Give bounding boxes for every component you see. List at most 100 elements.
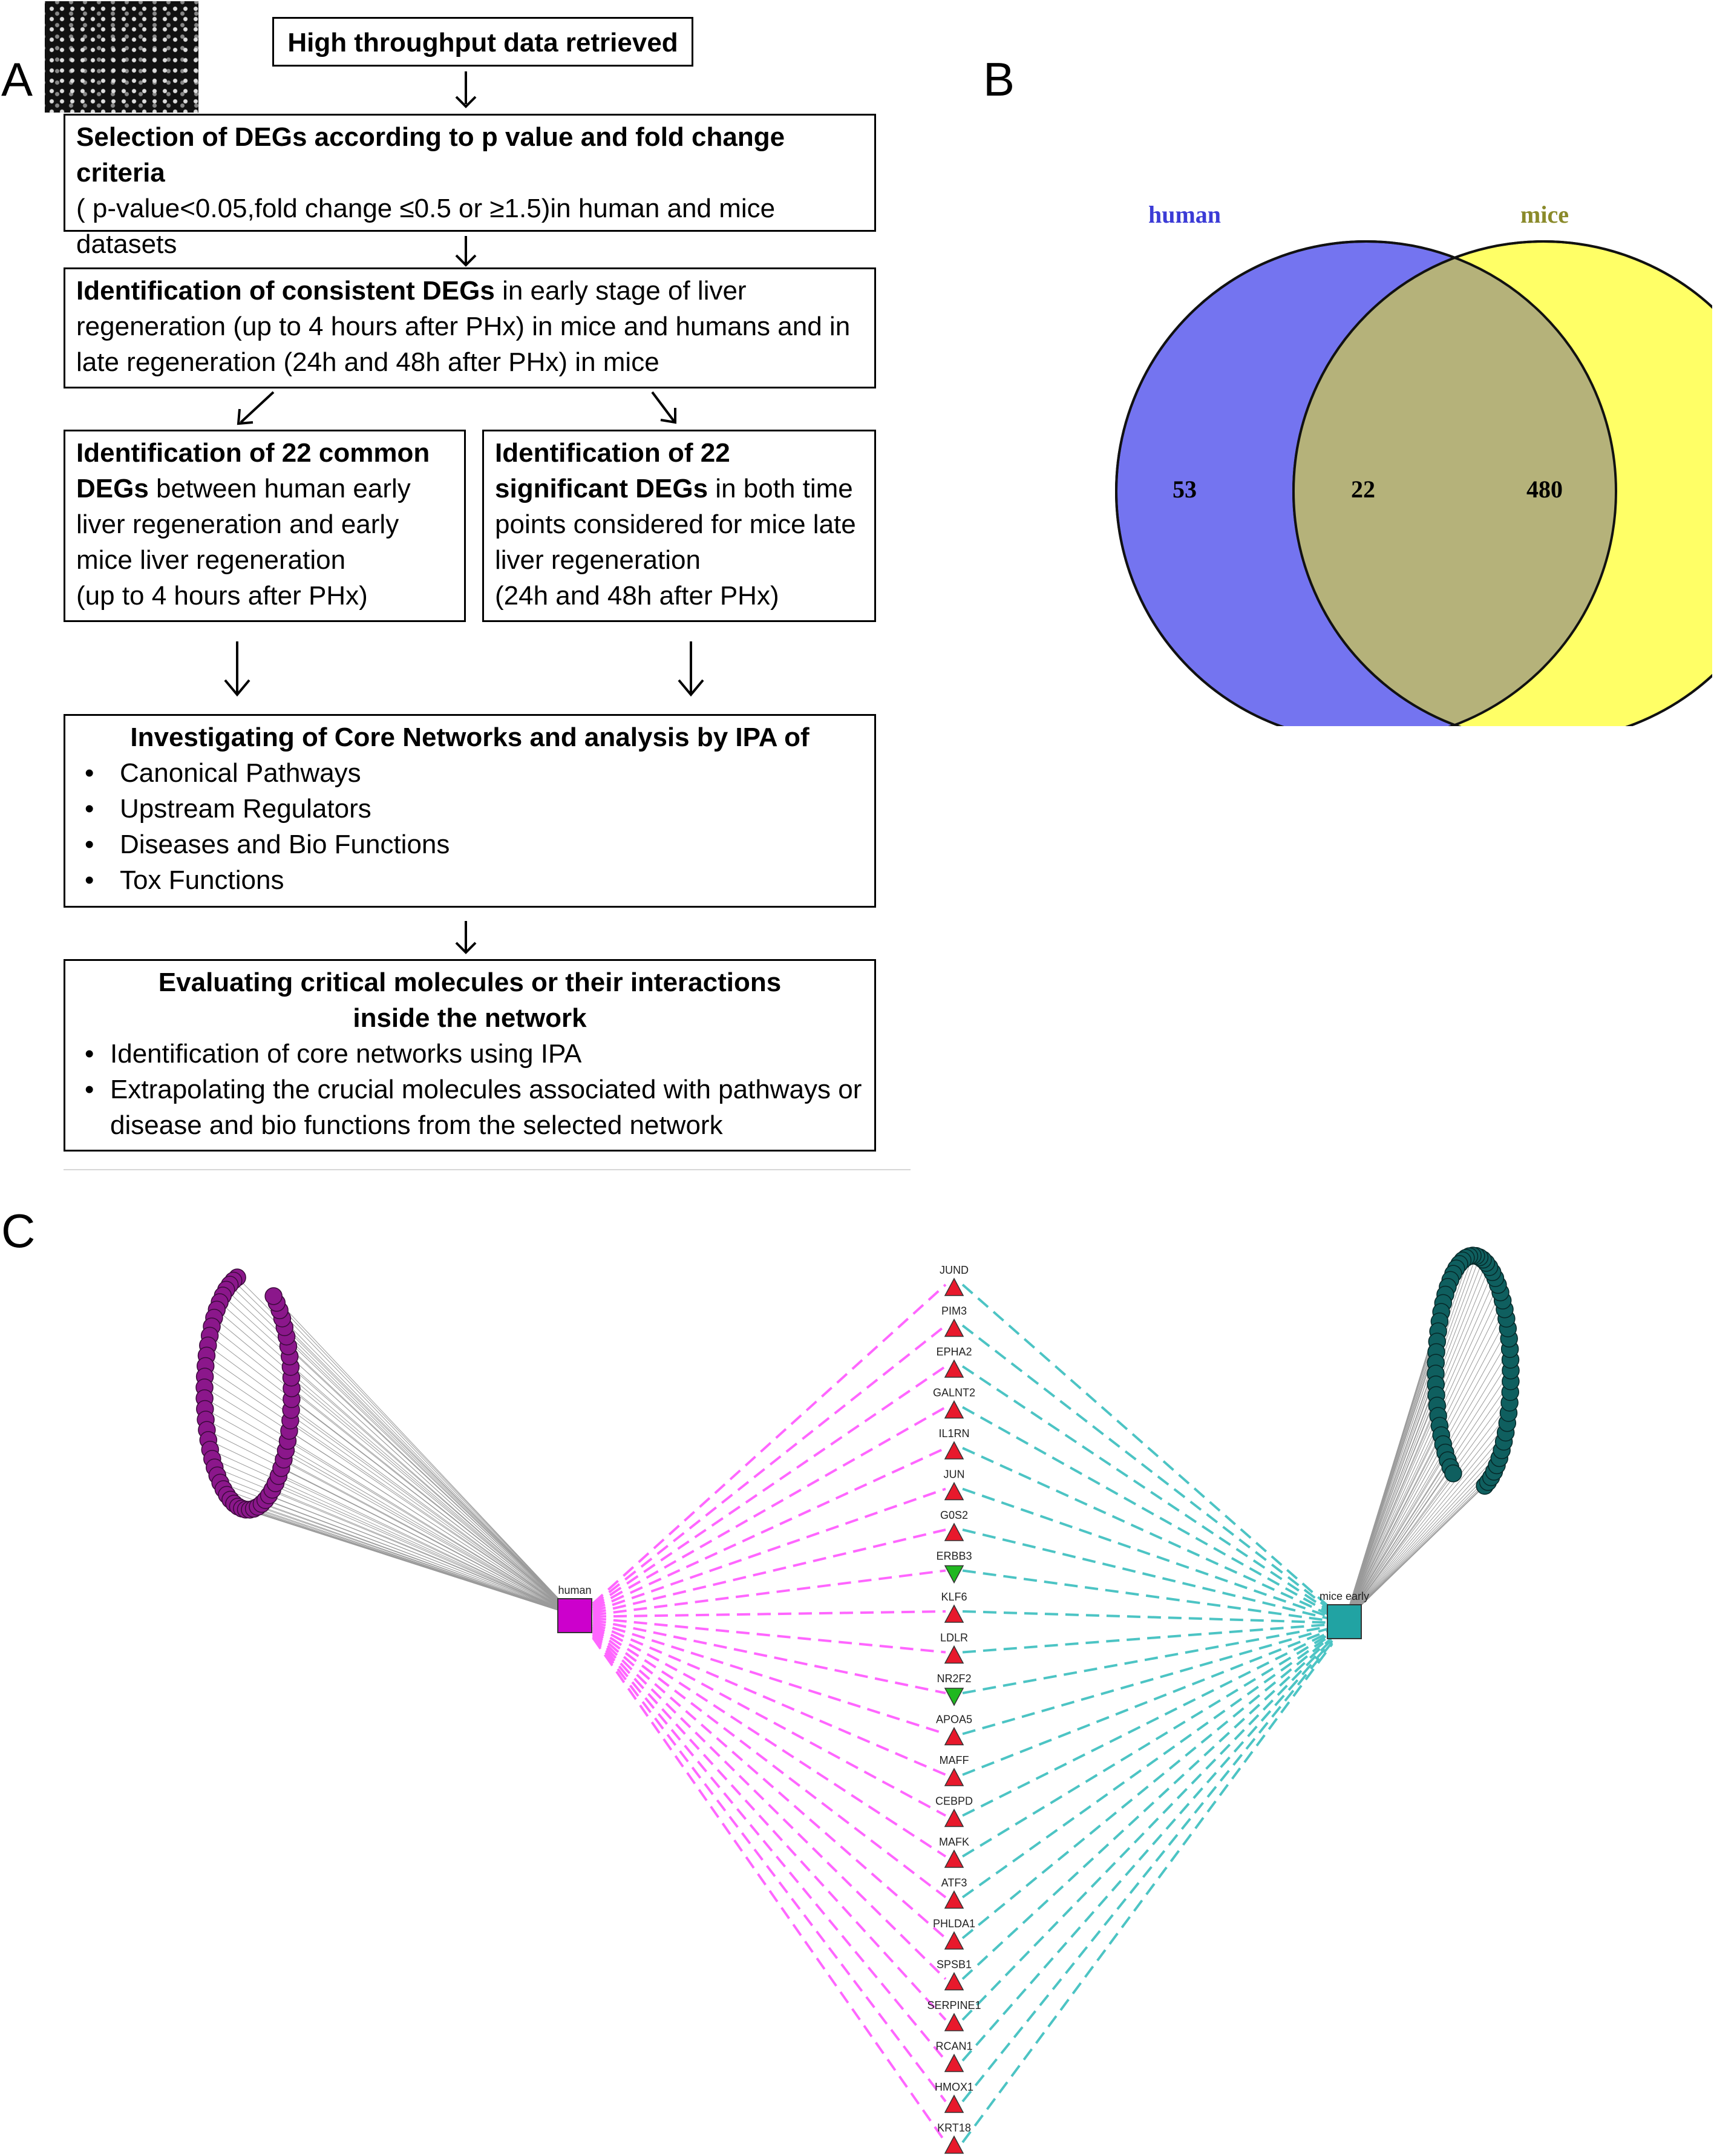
flow-step-common-degs-tail: (up to 4 hours after PHx) xyxy=(76,581,368,611)
edge-mice-serpine1 xyxy=(961,1638,1333,2021)
gene-label: LDLR xyxy=(940,1632,968,1644)
edge-mice-pim3 xyxy=(961,1324,1333,1613)
fan-edge-mice xyxy=(1344,1318,1507,1622)
fan-edge-human xyxy=(291,1388,575,1616)
fan-edge-human xyxy=(284,1327,575,1616)
up-regulated-triangle-icon xyxy=(944,1890,964,1909)
up-regulated-triangle-icon xyxy=(944,1971,964,1991)
fan-edge-mice xyxy=(1344,1262,1487,1622)
fan-edge-mice xyxy=(1344,1412,1509,1622)
fan-edge-mice xyxy=(1344,1473,1454,1622)
gene-label: EPHA2 xyxy=(936,1346,972,1358)
gene-label: HMOX1 xyxy=(935,2081,973,2093)
edge-human-krt18 xyxy=(592,1637,947,2143)
edge-mice-maff xyxy=(962,1628,1333,1776)
up-regulated-triangle-icon xyxy=(944,1645,964,1664)
up-regulated-triangle-icon xyxy=(944,1441,964,1460)
fan-edge-mice xyxy=(1344,1450,1502,1622)
gene-label: IL1RN xyxy=(938,1427,969,1440)
flow-step-deg-selection-text: ( p-value<0.05,fold change ≤0.5 or ≥1.5)… xyxy=(76,194,776,259)
fan-edge-mice xyxy=(1344,1477,1491,1622)
fan-edge-mice xyxy=(1344,1278,1496,1622)
fan-edge-human xyxy=(219,1302,575,1616)
down-regulated-triangle-icon xyxy=(944,1565,964,1584)
fan-edge-mice xyxy=(1344,1423,1508,1622)
edge-human-ldlr xyxy=(592,1617,946,1654)
fan-edge-human xyxy=(291,1377,575,1616)
venn-diagram: human mice 53 22 480 xyxy=(1115,201,1712,726)
venn-human-only-count: 53 xyxy=(1173,476,1197,503)
edge-human-rcan1 xyxy=(592,1634,947,2062)
edge-human-atf3 xyxy=(592,1627,947,1899)
edge-human-mafk xyxy=(592,1625,947,1858)
fan-edge-human xyxy=(272,1489,575,1616)
flow-step-significant-degs-text: in both time points considered for mice … xyxy=(495,474,856,575)
human-gene-node xyxy=(264,1287,283,1305)
arrow-3-left xyxy=(240,391,275,424)
gene-label: CEBPD xyxy=(935,1795,973,1807)
edge-human-pim3 xyxy=(592,1324,947,1607)
fan-edge-mice xyxy=(1344,1256,1477,1622)
gene-network: JUNDPIM3EPHA2GALNT2IL1RNJUNG0S2ERBB3KLF6… xyxy=(195,1247,1520,2154)
fan-edge-human xyxy=(249,1509,575,1616)
edge-mice-hmox1 xyxy=(961,1641,1333,2103)
arrow-3-right xyxy=(651,391,675,422)
venn-mice-only-count: 480 xyxy=(1526,476,1563,503)
edge-mice-apoa5 xyxy=(962,1626,1333,1735)
fan-edge-human xyxy=(275,1483,575,1616)
edge-mice-il1rn xyxy=(962,1447,1333,1617)
flow-step-consistent-degs-title: Identification of consistent DEGs xyxy=(76,276,495,306)
ipa-item: Upstream Regulators xyxy=(76,791,863,827)
up-regulated-triangle-icon xyxy=(944,1359,964,1378)
fan-edge-mice xyxy=(1344,1338,1510,1622)
fan-edge-human xyxy=(204,1398,575,1616)
edge-human-jund xyxy=(592,1283,947,1605)
edge-human-apoa5 xyxy=(592,1620,946,1735)
venn-mice-outline xyxy=(1292,240,1712,726)
edge-human-hmox1 xyxy=(592,1635,947,2103)
gene-label: NR2F2 xyxy=(937,1673,971,1685)
edge-mice-krt18 xyxy=(961,1643,1333,2143)
mice-early-hub-label: mice early xyxy=(1320,1590,1369,1602)
edge-human-serpine1 xyxy=(592,1632,947,2021)
fan-edge-human xyxy=(210,1449,575,1616)
fan-edge-human xyxy=(282,1318,575,1616)
ipa-item: Diseases and Bio Functions xyxy=(76,827,863,862)
fan-edge-human xyxy=(281,1467,575,1616)
edge-mice-jun xyxy=(962,1487,1333,1619)
panel-label-b: B xyxy=(983,53,1015,106)
gene-label: JUN xyxy=(944,1469,965,1481)
fan-edge-human xyxy=(208,1345,575,1616)
eval-item: Identification of core networks using IP… xyxy=(76,1036,863,1072)
fan-edge-mice xyxy=(1344,1384,1436,1622)
fan-edge-mice xyxy=(1344,1341,1438,1622)
edge-human-maff xyxy=(592,1622,946,1776)
flow-step-data-retrieved: High throughput data retrieved xyxy=(272,17,693,67)
flow-step-consistent-degs: Identification of consistent DEGs in ear… xyxy=(64,267,876,388)
edge-human-epha2 xyxy=(592,1365,947,1608)
fan-edge-human xyxy=(291,1398,575,1616)
edge-human-erbb3 xyxy=(592,1569,946,1616)
gene-label: GALNT2 xyxy=(933,1387,975,1399)
human-hub-node xyxy=(557,1598,592,1633)
fan-edge-human xyxy=(289,1356,575,1616)
edge-mice-rcan1 xyxy=(961,1639,1333,2062)
edge-mice-phlda1 xyxy=(961,1634,1333,1939)
edge-mice-erbb3 xyxy=(962,1569,1333,1622)
up-regulated-triangle-icon xyxy=(944,1522,964,1541)
flow-step-data-retrieved-text: High throughput data retrieved xyxy=(287,28,678,57)
edge-mice-galnt2 xyxy=(962,1406,1333,1616)
fan-edge-human xyxy=(290,1420,575,1616)
fan-edge-human xyxy=(289,1430,575,1616)
flow-step-significant-degs-title: Identification of 22 significant DEGs xyxy=(495,438,730,503)
venn-mice-label: mice xyxy=(1520,201,1569,228)
fan-edge-human xyxy=(283,1459,575,1616)
venn-human-outline xyxy=(1115,240,1617,726)
edge-human-nr2f2 xyxy=(592,1619,946,1694)
fan-edge-human xyxy=(290,1366,575,1616)
fan-edge-human xyxy=(286,1450,575,1616)
edge-mice-cebpd xyxy=(962,1630,1333,1817)
fan-edge-human xyxy=(254,1508,575,1616)
gene-label: KLF6 xyxy=(941,1591,967,1603)
fan-edge-human xyxy=(204,1387,575,1616)
